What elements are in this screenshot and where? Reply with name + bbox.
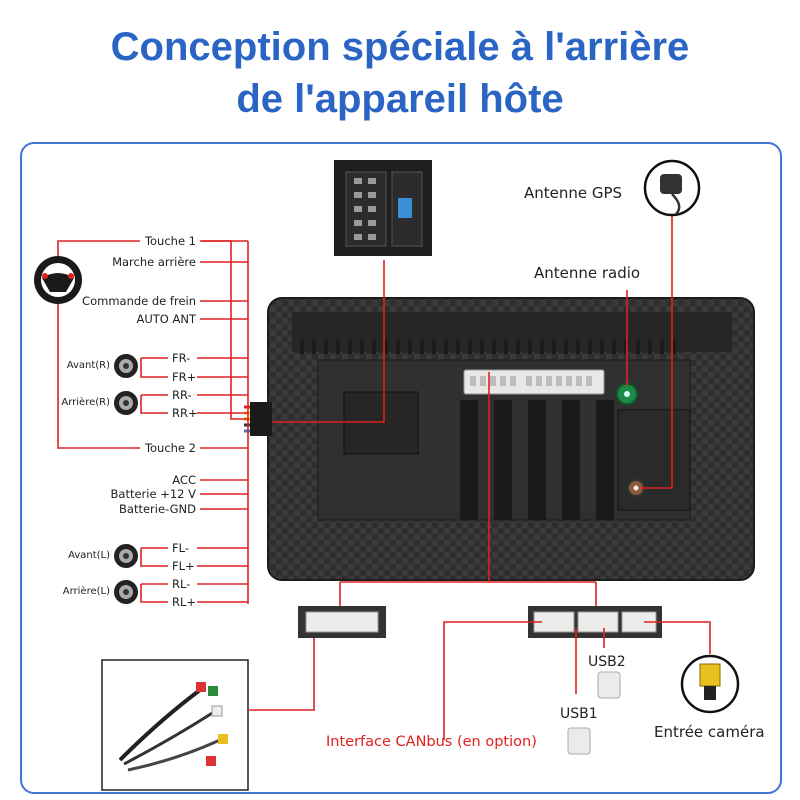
label-arriere-r: Arrière(R) [61,397,110,408]
label-rr-minus: RR- [172,388,192,402]
label-arriere-l: Arrière(L) [62,586,110,597]
label-fl-plus: FL+ [172,559,195,573]
label-fl-minus: FL- [172,541,189,555]
speaker-icon [114,544,138,568]
camera-plug-icon [680,654,740,714]
label-rr-plus: RR+ [172,406,198,420]
usb-plug-icon [567,727,591,755]
cable-bundle [101,659,249,791]
label-usb2: USB2 [588,654,626,670]
label-rl-plus: RL+ [172,595,197,609]
page-title: Conception spéciale à l'arrière [110,25,690,69]
label-batterie-12v: Batterie +12 V [110,487,196,501]
label-usb1: USB1 [560,706,598,722]
speaker-icon [114,580,138,604]
label-avant-l: Avant(L) [68,550,110,561]
label-acc: ACC [172,473,196,487]
label-fr-minus: FR- [172,351,191,365]
gps-antenna-icon [643,159,701,217]
label-batterie-gnd: Batterie-GND [119,502,196,516]
label-camera: Entrée caméra [654,723,765,741]
label-canbus: Interface CANbus (en option) [326,734,537,750]
label-rl-minus: RL- [172,577,191,591]
label-marche-arriere: Marche arrière [112,255,196,269]
label-auto-ant: AUTO ANT [136,312,196,326]
head-unit [244,297,755,581]
label-commande-frein: Commande de frein [82,294,196,308]
page-title-line2: de l'appareil hôte [236,77,564,121]
speaker-icon [114,354,138,378]
usb-plug-icon [597,671,621,699]
connector-left [298,606,386,638]
connector-right [528,606,662,638]
label-radio: Antenne radio [534,264,641,282]
speaker-icon [114,391,138,415]
label-touche1: Touche 1 [144,234,196,248]
iso-connector [334,160,432,256]
label-gps: Antenne GPS [524,184,623,202]
steering-wheel-icon [34,256,82,304]
label-avant-r: Avant(R) [66,360,110,371]
label-fr-plus: FR+ [172,370,197,384]
label-touche2: Touche 2 [144,441,196,455]
